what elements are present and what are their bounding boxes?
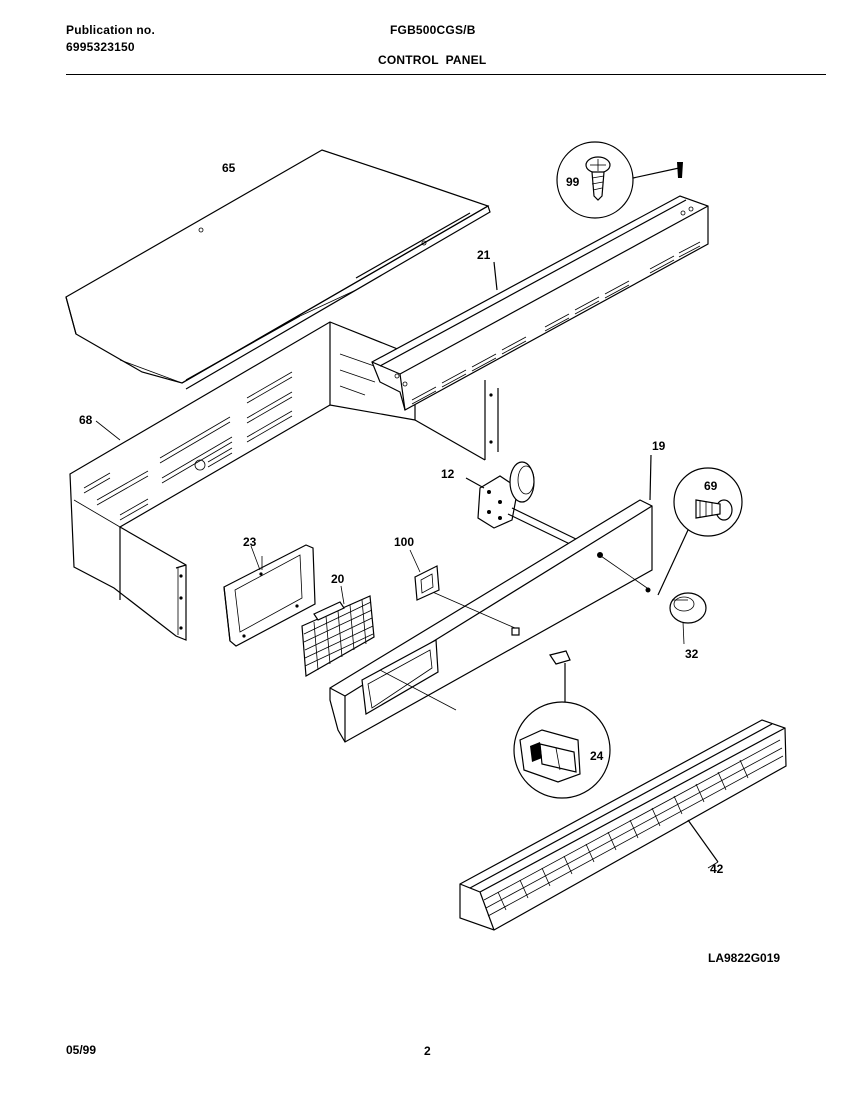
publication-label: Publication no.	[66, 23, 155, 37]
part-32-knob	[669, 592, 707, 624]
callout-12: 12	[441, 467, 455, 481]
callout-69: 69	[704, 479, 718, 493]
callout-42: 42	[710, 862, 724, 876]
part-19-control-panel	[329, 454, 653, 743]
drawing-code: LA9822G019	[708, 951, 781, 965]
part-65-top-cover	[65, 149, 491, 390]
part-23-bracket-frame	[223, 544, 316, 647]
part-24-rocker-switch	[513, 701, 611, 799]
part-12-control-switch	[465, 461, 579, 547]
callout-32: 32	[685, 647, 699, 661]
callout-68: 68	[79, 413, 93, 427]
part-68-housing	[69, 321, 499, 641]
callout-19: 19	[652, 439, 666, 453]
callout-99: 99	[566, 175, 580, 189]
callout-23: 23	[243, 535, 257, 549]
section-title: CONTROL PANEL	[378, 53, 487, 67]
part-99-screw-detail	[556, 141, 683, 219]
callout-21: 21	[477, 248, 491, 262]
callout-100: 100	[394, 535, 414, 549]
model-number: FGB500CGS/B	[390, 23, 476, 37]
page-number: 2	[424, 1044, 431, 1058]
part-21-rear-bracket	[371, 195, 709, 411]
part-20-mesh-grille	[301, 595, 375, 677]
part-42-trim-rail	[459, 719, 787, 931]
callout-65: 65	[222, 161, 236, 175]
header-rule	[66, 74, 826, 75]
callout-20: 20	[331, 572, 345, 586]
leader-lines	[95, 420, 719, 869]
part-100-clip	[414, 565, 440, 601]
footer-date: 05/99	[66, 1043, 97, 1057]
part-69-screw-detail	[657, 467, 743, 596]
callout-24: 24	[590, 749, 604, 763]
publication-number: 6995323150	[66, 40, 135, 54]
